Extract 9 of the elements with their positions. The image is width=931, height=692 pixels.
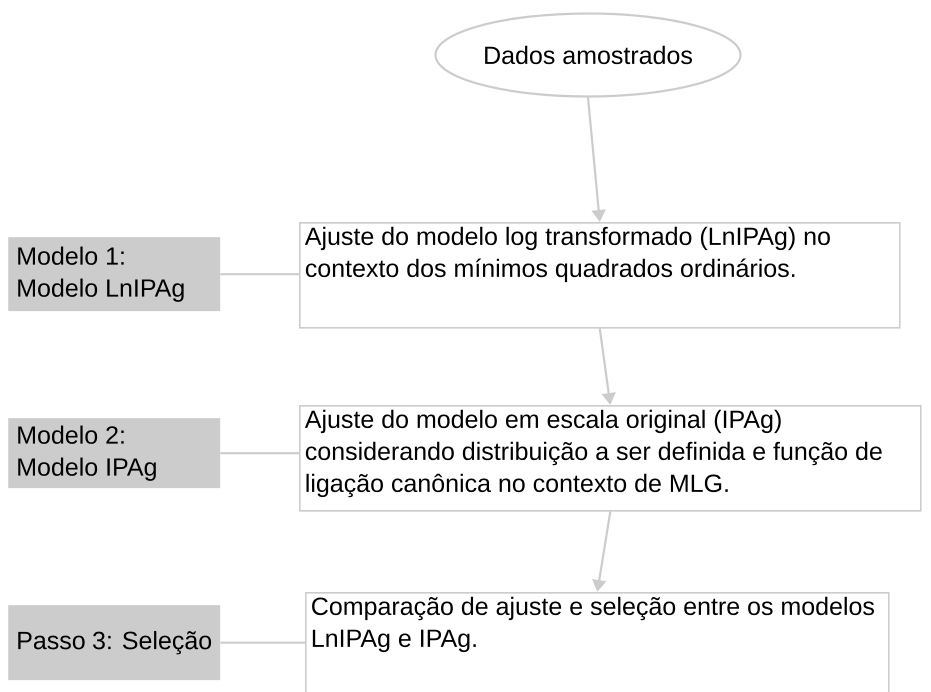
step-label: Passo 3: Seleção bbox=[8, 605, 220, 680]
process-box: Ajuste do modelo log transformado (LnIPAg) no contexto dos mínimos quadrados ordinários. bbox=[299, 222, 901, 329]
step-label: Modelo 2: Modelo IPAg bbox=[8, 418, 220, 488]
step-label: Modelo 1: Modelo LnIPAg bbox=[8, 237, 220, 312]
connector-line bbox=[220, 273, 299, 276]
process-box: Comparação de ajuste e seleção entre os modelos LnIPAg e IPAg. bbox=[305, 592, 890, 692]
connector-line bbox=[220, 452, 299, 454]
connector-line bbox=[220, 642, 305, 644]
process-box: Ajuste do modelo em escala original (IPAg) considerando distribuição a ser definida e função de ligação canônica no contexto de MLG. bbox=[299, 404, 922, 512]
